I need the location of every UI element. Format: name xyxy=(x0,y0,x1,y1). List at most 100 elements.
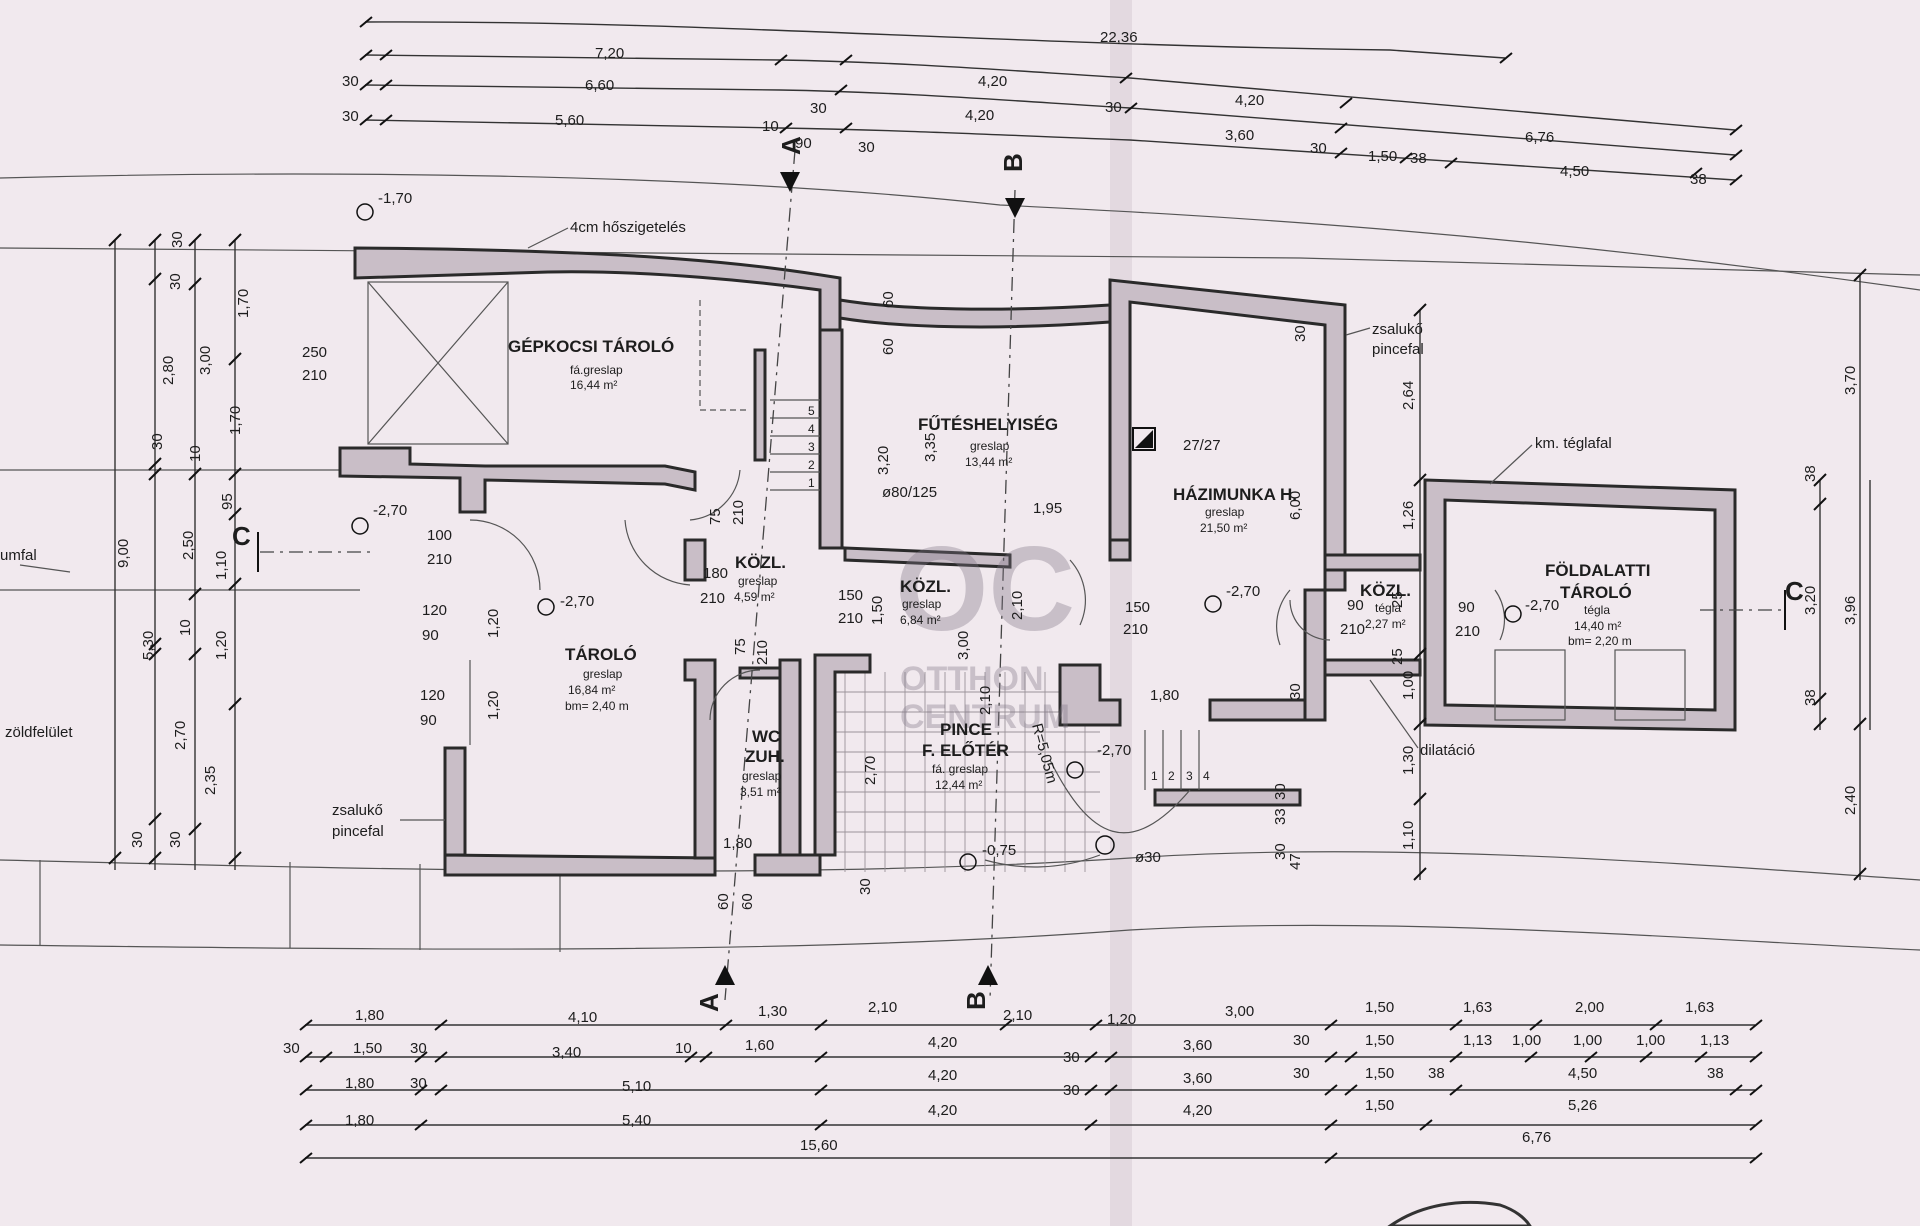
dim-bottom-r2: 4,20 xyxy=(928,1034,957,1051)
opening-dim: 3,35 xyxy=(922,433,939,462)
dim-left: 3,00 xyxy=(197,346,214,375)
room-hall-2: KÖZL. greslap 6,84 m² xyxy=(900,577,951,627)
room-storage: TÁROLÓ greslap 16,84 m² bm= 2,40 m xyxy=(565,645,637,713)
note-formwork-left: zsalukő xyxy=(332,802,383,819)
room-floor: greslap xyxy=(583,667,623,681)
dim-bottom-r2: 3,40 xyxy=(552,1044,581,1061)
note-leader xyxy=(527,227,569,249)
level-value: -2,70 xyxy=(1097,742,1131,759)
floor-tile-grid xyxy=(830,672,1100,872)
dim-bottom-r2: 30 xyxy=(283,1040,300,1057)
stair-number: 2 xyxy=(1168,769,1175,783)
opening-dim: 120 xyxy=(420,687,445,704)
dim-bottom-r1: 2,00 xyxy=(1575,999,1604,1016)
room-name: KÖZL. xyxy=(1360,581,1411,600)
dim-right: 38 xyxy=(1802,465,1819,482)
dim-left: 1,70 xyxy=(227,406,244,435)
room-underground-storage: FÖLDALATTI TÁROLÓ tégla 14,40 m² bm= 2,2… xyxy=(1545,561,1650,648)
dim-right: 1,26 xyxy=(1400,501,1417,530)
note-fence: umfal xyxy=(0,547,37,564)
dim-right: 2,64 xyxy=(1400,381,1417,410)
opening-dim: 1,20 xyxy=(485,609,502,638)
room-name: HÁZIMUNKA H. xyxy=(1173,485,1297,504)
room-wc: WC ZUH. greslap 3,51 m² xyxy=(740,727,785,799)
dim-right: 33 xyxy=(1272,808,1289,825)
dim-top-r2: 4,20 xyxy=(1235,92,1264,109)
level-value: -2,70 xyxy=(1226,583,1260,600)
opening-dim: 2,10 xyxy=(977,686,994,715)
room-area: 2,27 m² xyxy=(1365,617,1406,631)
dim-bottom-r3: 5,10 xyxy=(622,1078,651,1095)
opening-dim: 3,00 xyxy=(955,631,972,660)
opening-dim: 150 xyxy=(838,587,863,604)
room-hall-1: KÖZL. greslap 4,59 m² xyxy=(734,553,786,604)
dim-left: 2,70 xyxy=(172,721,189,750)
dim-top-r4: 38 xyxy=(1410,150,1427,167)
opening-dim: 1,80 xyxy=(1150,687,1179,704)
dim-top-r3: 30 xyxy=(810,100,827,117)
dim-right: 38 xyxy=(1802,689,1819,706)
opening-dim: 250 xyxy=(302,344,327,361)
opening-dimensions: 250 210 100 210 120 90 120 90 180 210 15… xyxy=(302,291,1480,910)
left-dimension-texts: 9,00 2,80 2,50 1,10 5,30 2,70 2,35 3,00 … xyxy=(115,231,252,848)
dim-bottom-r1: 2,10 xyxy=(1003,1007,1032,1024)
opening-dim: 100 xyxy=(427,527,452,544)
opening-dim: 30 xyxy=(1287,683,1304,700)
walls xyxy=(338,246,1737,877)
note-leader xyxy=(19,564,71,573)
dim-right: 1,10 xyxy=(1400,821,1417,850)
right-dimension-lines xyxy=(1413,268,1871,881)
dim-bottom-r3: 30 xyxy=(1293,1065,1310,1082)
note-chimney: 27/27 xyxy=(1183,437,1221,454)
opening-dim: 210 xyxy=(838,610,863,627)
room-area: 13,44 m² xyxy=(965,455,1012,469)
level-value: -2,70 xyxy=(1525,597,1559,614)
stair-number: 3 xyxy=(808,440,815,454)
opening-dim: 2,70 xyxy=(862,756,879,785)
note-formwork-right: zsalukő xyxy=(1372,321,1423,338)
dim-top-r2: 4,20 xyxy=(978,73,1007,90)
opening-dim: 210 xyxy=(730,500,747,525)
room-area: 21,50 m² xyxy=(1200,521,1247,535)
stair-number: 4 xyxy=(808,422,815,436)
opening-dim: 210 xyxy=(1340,621,1365,638)
room-area: 14,40 m² xyxy=(1574,619,1621,633)
chimney-icon xyxy=(1135,430,1153,448)
dim-right: 1,00 xyxy=(1400,671,1417,700)
room-name: GÉPKOCSI TÁROLÓ xyxy=(508,337,674,356)
opening-dim: 90 xyxy=(1458,599,1475,616)
dim-right: 47 xyxy=(1287,853,1304,870)
garage-car-outline xyxy=(367,281,1686,721)
opening-dim: 1,50 xyxy=(869,596,886,625)
opening-dim: 30 xyxy=(1292,325,1309,342)
dim-right: 3,20 xyxy=(1802,586,1819,615)
room-name: KÖZL. xyxy=(735,553,786,572)
opening-dim: 150 xyxy=(1125,599,1150,616)
opening-dim: 120 xyxy=(422,602,447,619)
note-formwork-right: pincefal xyxy=(1372,341,1424,358)
room-floor: greslap xyxy=(902,597,942,611)
section-arrow xyxy=(1005,198,1025,218)
level-marker-icon xyxy=(1066,761,1084,779)
opening-dim: 1,95 xyxy=(1033,500,1062,517)
dim-bottom-r3: 30 xyxy=(410,1075,427,1092)
section-label-b: B xyxy=(998,153,1028,172)
dim-right: 2,40 xyxy=(1842,786,1859,815)
opening-dim: 210 xyxy=(1455,623,1480,640)
room-area: 6,84 m² xyxy=(900,613,941,627)
room-hall-3: KÖZL. tégla 2,27 m² xyxy=(1360,581,1411,631)
opening-dim: 60 xyxy=(715,893,732,910)
room-floor: tégla xyxy=(1375,601,1401,615)
dim-top-r4: 1,50 xyxy=(1368,148,1397,165)
dim-bottom-r2: 10 xyxy=(675,1040,692,1057)
dim-bottom-r1: 4,10 xyxy=(568,1009,597,1026)
section-label-b: B xyxy=(961,991,991,1010)
dim-top-overall: 22,36 xyxy=(1100,29,1138,46)
dim-bottom-r2: 1,13 xyxy=(1700,1032,1729,1049)
room-floor: greslap xyxy=(970,439,1010,453)
section-arrow xyxy=(978,965,998,985)
opening-dim: 60 xyxy=(880,338,897,355)
dim-bottom-r2: 1,00 xyxy=(1573,1032,1602,1049)
stair-number: 3 xyxy=(1186,769,1193,783)
level-marker-icon xyxy=(959,853,977,871)
